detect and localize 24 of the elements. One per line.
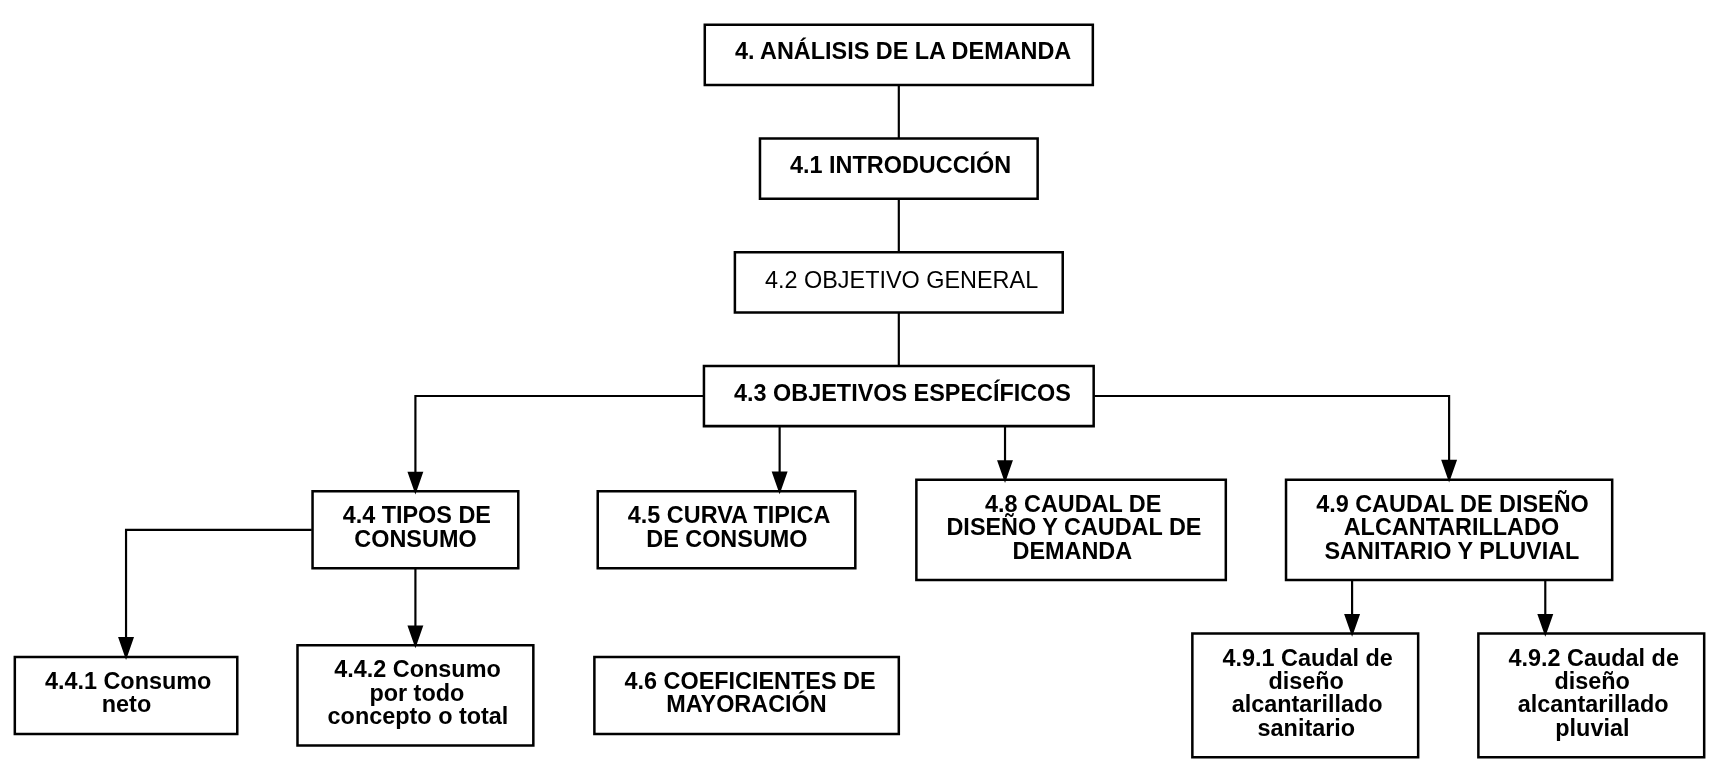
node-box: 4.4 TIPOS DE CONSUMO	[311, 489, 520, 570]
node-box: 4.1 INTRODUCCIÓN	[758, 136, 1039, 200]
node-box: 4.2 OBJETIVO GENERAL	[733, 250, 1064, 314]
arrow	[771, 425, 788, 494]
arrow	[1537, 579, 1554, 637]
node-box: 4.8 CAUDAL DE DISEÑO Y CAUDAL DE DEMANDA	[915, 477, 1228, 581]
connector	[897, 198, 900, 252]
connector	[897, 84, 900, 138]
node-box: 4.4.1 Consumo neto	[13, 655, 239, 735]
node-box: 4.3 OBJETIVOS ESPECÍFICOS	[702, 364, 1095, 427]
node-box: 4.9.2 Caudal de diseño alcantarillado pluvial	[1477, 631, 1706, 759]
arrow	[407, 394, 704, 494]
arrow	[997, 425, 1013, 483]
node-box: 4.5 CURVA TIPICA DE CONSUMO	[596, 489, 857, 570]
arrow	[1344, 579, 1361, 637]
node-box: 4.4.2 Consumo por todo concepto o total	[296, 643, 535, 747]
node-box: 4. ANÁLISIS DE LA DEMANDA	[703, 22, 1095, 86]
node-box: 4.9.1 Caudal de diseño alcantarillado sanitario	[1191, 631, 1420, 759]
arrow	[407, 568, 424, 648]
arrow	[1094, 394, 1458, 483]
node-box: 4.6 COEFICIENTES DE MAYORACIÓN	[593, 655, 901, 735]
connector	[897, 312, 900, 365]
node-box: 4.9 CAUDAL DE DISEÑO ALCANTARILLADO SANITARIO Y PLUVIAL	[1284, 477, 1614, 581]
arrow	[118, 528, 312, 660]
